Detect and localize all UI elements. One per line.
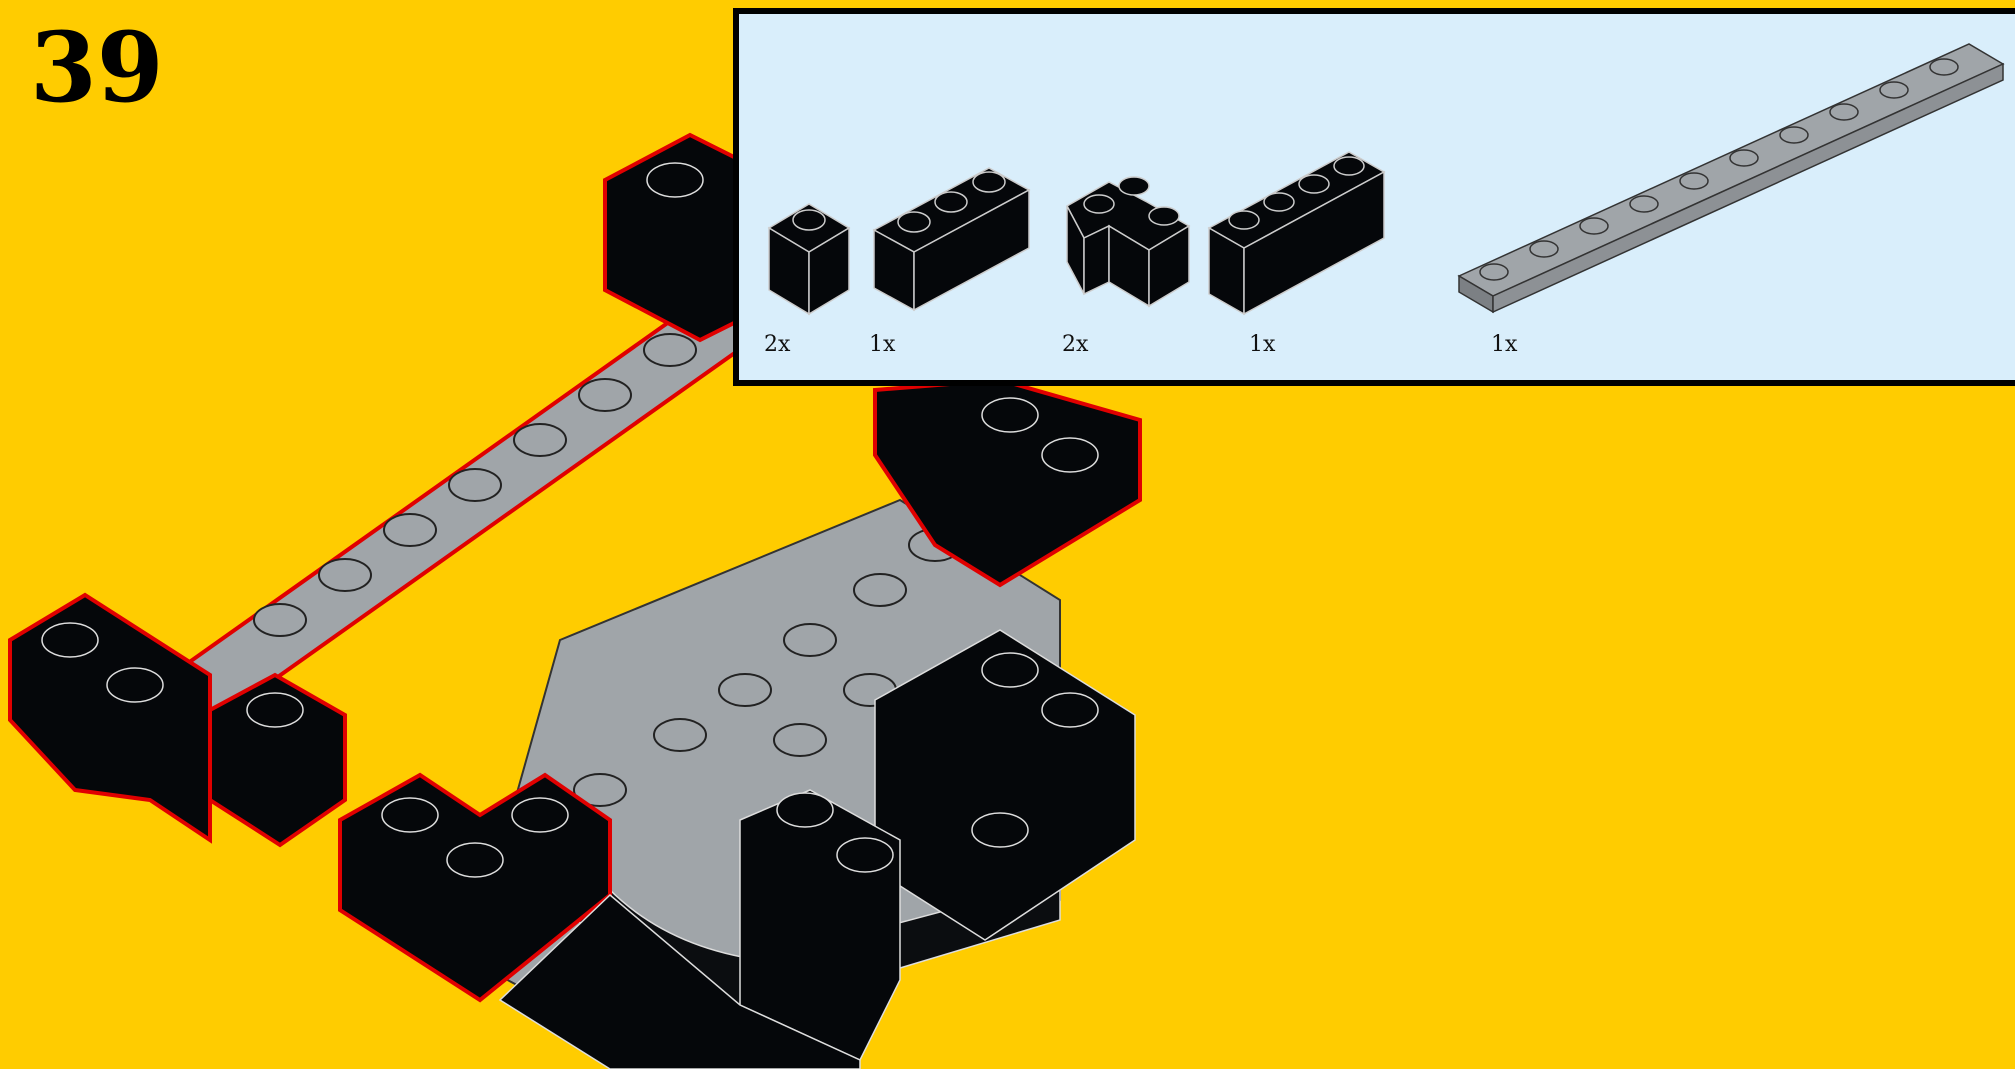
part-quantity: 2x	[764, 332, 790, 357]
step-number: 39	[30, 20, 164, 116]
plate-1x10-icon	[1459, 44, 2003, 312]
part-quantity: 2x	[1062, 332, 1088, 357]
brick-1x3-icon	[874, 168, 1029, 310]
brick-corner-icon	[1067, 177, 1189, 306]
parts-list-callout: 2x 1x 2x 1x 1x	[733, 8, 2015, 386]
brick-1x4-icon	[1209, 152, 1384, 314]
part-quantity: 1x	[1491, 332, 1517, 357]
parts-list-illustrations	[739, 14, 2015, 380]
part-quantity: 1x	[869, 332, 895, 357]
part-quantity: 1x	[1249, 332, 1275, 357]
brick-1x1-icon	[769, 204, 849, 314]
